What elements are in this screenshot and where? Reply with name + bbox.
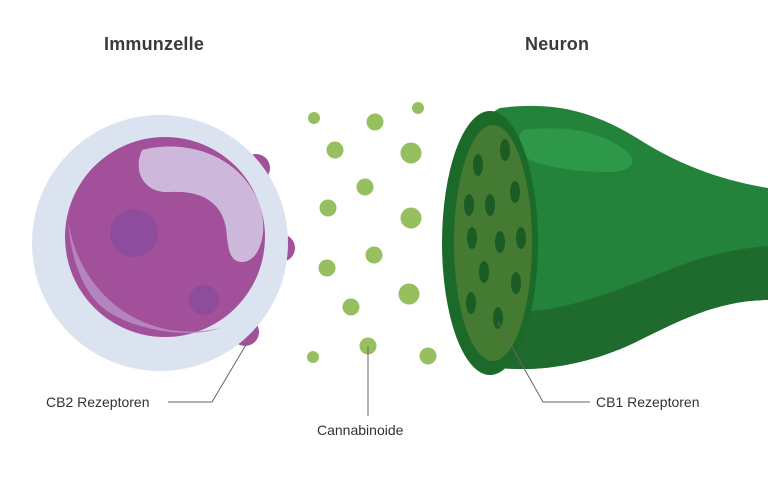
- cb1-receptor: [473, 154, 483, 176]
- cannabinoid-dot: [326, 141, 344, 159]
- cannabinoid-dot: [319, 199, 337, 217]
- cannabinoid-dot: [365, 246, 383, 264]
- cb2-receptors-label: CB2 Rezeptoren: [46, 394, 150, 410]
- neuron-heading: Neuron: [525, 34, 590, 54]
- cannabinoid-dot: [419, 347, 437, 365]
- cb1-receptor: [467, 227, 477, 249]
- cannabinoid-dot: [342, 298, 360, 316]
- cannabinoid-dot: [412, 102, 424, 114]
- immune-cell: [32, 115, 295, 371]
- neuron: [442, 105, 768, 375]
- cb1-receptor: [500, 139, 510, 161]
- nucleolus: [110, 209, 158, 257]
- cb1-receptors-label: CB1 Rezeptoren: [596, 394, 700, 410]
- cannabinoid-dot: [398, 283, 420, 305]
- cannabinoids-label: Cannabinoide: [317, 422, 404, 438]
- cb1-receptor: [485, 194, 495, 216]
- nucleolus: [189, 285, 219, 315]
- cb1-receptor: [495, 231, 505, 253]
- cannabinoid-dot: [400, 142, 422, 164]
- cb1-receptor: [464, 194, 474, 216]
- cb1-receptor: [511, 272, 521, 294]
- cb1-receptor: [493, 307, 503, 329]
- immune-cell-heading: Immunzelle: [104, 34, 205, 54]
- neuron-shadow: [500, 246, 768, 370]
- cb1-receptor: [466, 292, 476, 314]
- cb1-receptor: [510, 181, 520, 203]
- cannabinoid-dot: [318, 259, 336, 277]
- nucleus-shading: [68, 220, 220, 333]
- neuron-highlight: [518, 128, 633, 172]
- cannabinoid-dot: [307, 351, 319, 363]
- cb1-receptor: [516, 227, 526, 249]
- cannabinoid-dot: [356, 178, 374, 196]
- nucleus-lobe: [138, 146, 264, 262]
- cb1-receptor: [479, 261, 489, 283]
- cannabinoid-dot: [400, 207, 422, 229]
- cannabinoid-dot: [366, 113, 384, 131]
- cb2-leader-line: [168, 342, 248, 403]
- leader-lines: [168, 321, 590, 416]
- cannabinoids: [307, 102, 437, 365]
- cb1-leader-line: [497, 321, 590, 403]
- cannabinoid-dot: [308, 112, 320, 124]
- cb1-receptors: [464, 139, 526, 329]
